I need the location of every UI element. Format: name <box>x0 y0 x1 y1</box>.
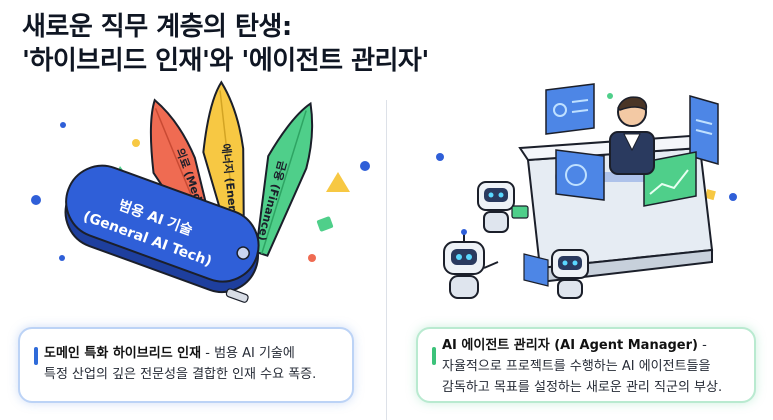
knife-illustration: 의료 (Medical) 에너지 (Energy) 금융 (Finance) 범… <box>31 80 370 303</box>
agent-manager-card: AI 에이전트 관리자 (AI Agent Manager) - 자율적으로 프… <box>416 327 756 403</box>
confetti-dot <box>729 193 737 201</box>
agent-manager-line2: 자율적으로 프로젝트를 수행하는 AI 에이전트들을 <box>442 359 711 374</box>
hybrid-talent-heading: 도메인 특화 하이브리드 인재 <box>44 346 202 361</box>
confetti-dot <box>59 255 65 261</box>
confetti-dot <box>607 93 613 99</box>
robot-bottom-right <box>523 249 589 299</box>
hologram-screen-left <box>545 83 595 135</box>
confetti-square <box>704 189 716 201</box>
hologram-screen-center <box>555 149 605 201</box>
robot-top <box>477 181 529 233</box>
hybrid-talent-line2: 특정 산업의 깊은 전문성을 결합한 인재 수요 폭증. <box>44 367 317 382</box>
agent-manager-line1: - <box>697 338 707 353</box>
console-desk <box>518 134 714 284</box>
hybrid-talent-card: 도메인 특화 하이브리드 인재 - 범용 AI 기술에 특정 산업의 깊은 전문… <box>18 327 354 403</box>
confetti-dot <box>60 122 66 128</box>
confetti-square <box>316 216 334 232</box>
agent-manager-description: AI 에이전트 관리자 (AI Agent Manager) - 자율적으로 프… <box>442 335 746 398</box>
card-accent-bar <box>432 347 436 365</box>
robot-bottom-left <box>443 229 499 299</box>
confetti-dot <box>360 161 370 171</box>
confetti-dot <box>436 153 444 161</box>
blade-finance <box>254 101 314 257</box>
hybrid-talent-line1: - 범용 AI 기술에 <box>201 346 295 361</box>
title-line-2: '하이브리드 인재'와 '에이전트 관리자' <box>22 46 429 76</box>
section-divider <box>386 100 387 420</box>
confetti-dot <box>31 195 41 205</box>
knife-handle <box>64 164 260 303</box>
title-line-1: 새로운 직무 계층의 탄생: <box>22 12 292 42</box>
card-accent-bar <box>34 347 38 365</box>
hybrid-talent-description: 도메인 특화 하이브리드 인재 - 범용 AI 기술에 특정 산업의 깊은 전문… <box>44 343 344 385</box>
confetti-triangle <box>326 172 350 192</box>
hologram-screen-right <box>689 95 719 165</box>
confetti-dot <box>132 139 140 147</box>
confetti-dot <box>308 254 316 262</box>
agent-manager-line3: 감독하고 목표를 설정하는 새로운 관리 직군의 부상. <box>442 380 723 395</box>
page-title: 새로운 직무 계층의 탄생: '하이브리드 인재'와 '에이전트 관리자' <box>22 10 622 78</box>
manager-person <box>609 96 655 175</box>
hologram-screen-green <box>643 151 697 207</box>
agent-manager-heading: AI 에이전트 관리자 (AI Agent Manager) <box>442 338 698 353</box>
